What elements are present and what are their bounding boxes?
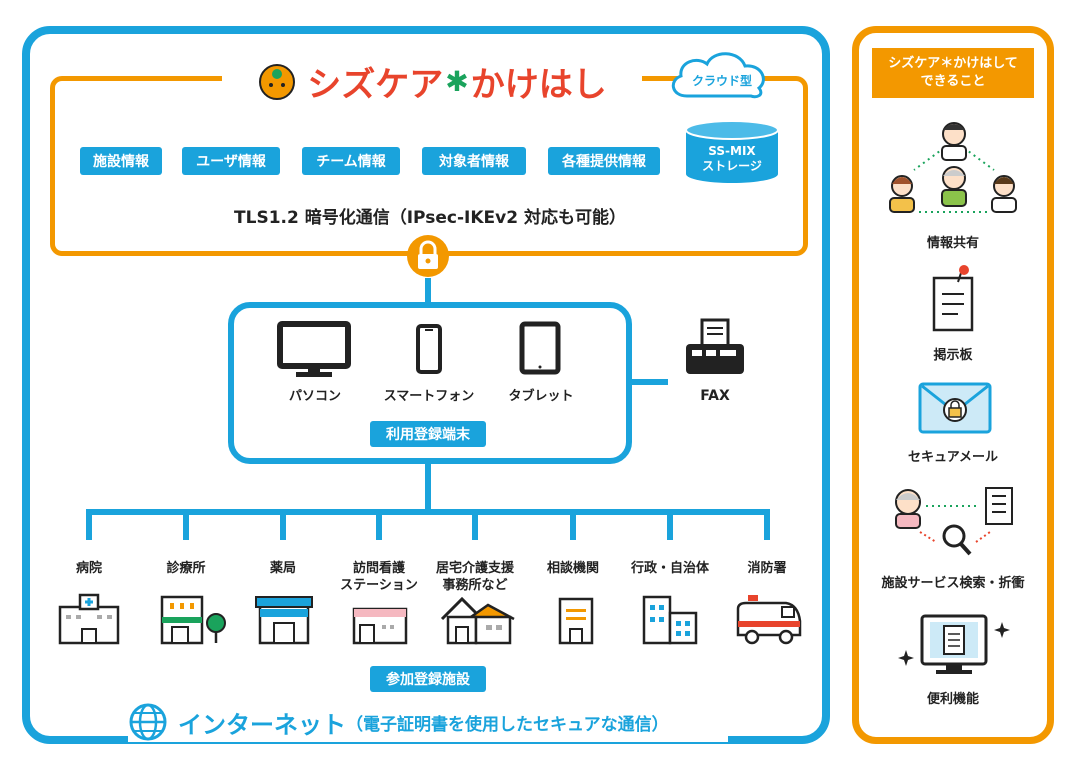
secure-mail-icon	[918, 382, 992, 434]
pharmacy-icon	[255, 596, 313, 645]
cloud-label: クラウド型	[691, 74, 752, 88]
tag-user-info: ユーザ情報	[182, 147, 280, 175]
feature-convenient-functions: 便利機能	[926, 692, 979, 707]
care-office-icon	[440, 596, 515, 645]
smartphone-icon	[416, 324, 442, 374]
fax-label: FAX	[700, 388, 730, 404]
tls-note: TLS1.2 暗号化通信（IPsec-IKEv2 対応も可能）	[234, 208, 626, 228]
feature-info-sharing: 情報共有	[926, 236, 979, 251]
sidebar-frame	[852, 26, 1054, 744]
brand-name: シズケア	[307, 64, 444, 105]
tablet-label: タブレット	[508, 389, 574, 404]
clinic-icon	[160, 595, 226, 645]
facility-clinic-label: 診療所	[166, 561, 206, 576]
facility-nursing-label: 訪問看護ステーション	[340, 561, 418, 593]
tag-team-info: チーム情報	[302, 147, 400, 175]
internet-note: （電子証明書を使用したセキュアな通信）	[346, 714, 669, 735]
tag-subject-info: 対象者情報	[422, 147, 526, 175]
feature-bulletin-board: 掲示板	[933, 348, 973, 363]
internet-banner: インターネット （電子証明書を使用したセキュアな通信）	[128, 702, 728, 742]
facility-search-icon	[895, 487, 1013, 556]
storage-icon	[685, 120, 779, 183]
storage-line2: ストレージ	[702, 159, 762, 173]
sidebar-title-line2: できること	[920, 74, 986, 89]
pc-icon	[277, 321, 351, 377]
consult-agency-icon	[558, 597, 594, 645]
facility-government-label: 行政・自治体	[630, 561, 709, 576]
feature-secure-mail: セキュアメール	[907, 450, 999, 465]
brand-title: シズケア ✱ かけはし	[222, 56, 642, 106]
hospital-icon	[58, 593, 120, 645]
facility-care-office-label: 居宅介護支援事務所など	[435, 561, 514, 593]
brand-star: ✱	[445, 64, 469, 98]
devices-group-label: 利用登録端末	[370, 421, 486, 447]
tag-facility-info: 施設情報	[80, 147, 162, 175]
storage-line1: SS-MIX	[708, 144, 756, 158]
facility-hospital-label: 病院	[75, 561, 102, 576]
tag-provided-info: 各種提供情報	[548, 147, 660, 175]
facility-pharmacy-label: 薬局	[269, 561, 296, 576]
storage-label: SS-MIX ストレージ	[684, 144, 780, 174]
sidebar-title-line1: シズケア＊かけはして	[888, 56, 1018, 71]
tablet-icon	[519, 321, 561, 375]
brand-suffix: かけはし	[470, 64, 607, 105]
cloud-icon	[671, 52, 765, 99]
info-sharing-icon	[889, 122, 1017, 213]
facility-consult-label: 相談機関	[546, 561, 599, 576]
pc-label: パソコン	[288, 389, 341, 404]
sidebar-title: シズケア＊かけはして できること	[872, 48, 1034, 98]
ambulance-icon	[736, 595, 802, 645]
internet-label: インターネット	[178, 710, 346, 739]
nursing-station-icon	[352, 607, 408, 645]
smartphone-label: スマートフォン	[383, 389, 475, 404]
facility-fire-label: 消防署	[747, 561, 787, 576]
fax-icon	[686, 318, 744, 374]
mascot-icon	[259, 64, 296, 100]
convenient-functions-icon	[898, 614, 1010, 674]
government-icon	[642, 595, 698, 645]
lock-icon	[407, 235, 449, 277]
bulletin-board-icon	[932, 265, 974, 332]
feature-facility-search: 施設サービス検索・折衝	[881, 576, 1025, 591]
globe-icon	[129, 703, 167, 741]
facilities-group-label: 参加登録施設	[370, 666, 486, 692]
